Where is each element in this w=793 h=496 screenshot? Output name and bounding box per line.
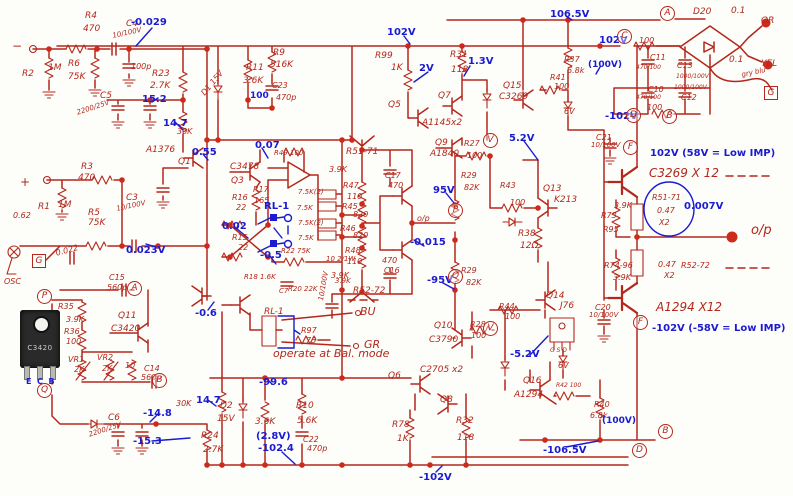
transistor-photo: C3420 [20, 310, 60, 380]
input-terminal-neg [28, 44, 38, 54]
mic-symbol [6, 245, 21, 275]
input-terminal-pos [42, 175, 52, 185]
photo-part-number: C3420 [27, 344, 53, 352]
relay-contact-gr [352, 342, 360, 350]
wire-network [6, 15, 773, 473]
blue-circle-annotation [643, 181, 695, 237]
blue-relay-contacts-sketch [257, 213, 301, 349]
relay-contact-bu [354, 309, 362, 317]
photo-leg-b [50, 366, 56, 380]
blue-pointer-lines [135, 15, 601, 473]
boxed-resistors [317, 189, 644, 277]
photo-leg-c [37, 366, 43, 380]
mounting-hole [33, 316, 50, 333]
relay-coil [261, 315, 277, 347]
diode-symbols [84, 79, 573, 429]
opamp-symbol [287, 161, 311, 189]
continuation-dashes [347, 175, 773, 301]
junction-dots [46, 17, 640, 468]
resistor-symbols [44, 41, 673, 451]
terminal-dots [726, 18, 773, 243]
photo-leg-e [24, 366, 30, 380]
fet-package [549, 317, 575, 351]
ground-symbols [42, 79, 617, 455]
potentiometer-arrows [75, 361, 119, 381]
